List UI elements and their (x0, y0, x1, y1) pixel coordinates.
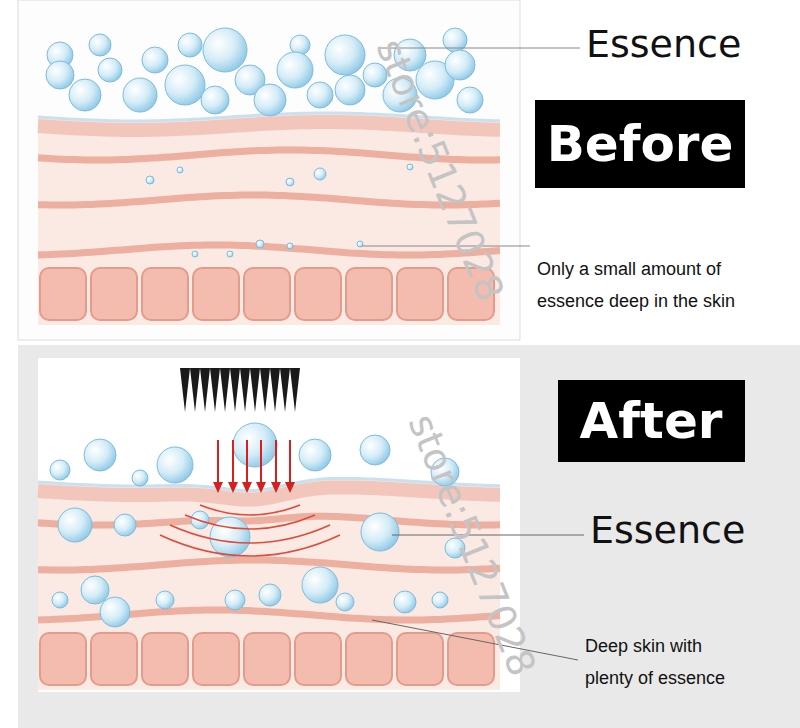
essence-bubble (132, 470, 148, 486)
essence-bubble (432, 592, 448, 608)
skin-cell (142, 268, 188, 320)
skin-cell (91, 268, 137, 320)
skin-cell (40, 633, 86, 685)
essence-bubble (52, 592, 68, 608)
arrow-head (285, 482, 295, 493)
label-essence: Essence (586, 22, 741, 68)
essence-bubble (407, 164, 413, 170)
arrow-head (271, 482, 281, 493)
essence-bubble (89, 34, 111, 56)
caption-box: After (558, 380, 745, 462)
essence-bubble (177, 167, 183, 173)
essence-bubble (157, 447, 193, 483)
essence-bubble (302, 567, 338, 603)
essence-bubble (307, 82, 333, 108)
essence-bubble (360, 435, 390, 465)
skin-cell (244, 633, 290, 685)
leader-line (372, 620, 578, 660)
skin-cell (397, 268, 443, 320)
essence-bubble (394, 591, 416, 613)
arrow-shaft (275, 440, 277, 484)
callout-note: Only a small amount of essence deep in t… (537, 253, 765, 317)
skin-cell (193, 268, 239, 320)
arrow-shaft (217, 440, 219, 484)
arrow-head (228, 482, 238, 493)
skin-layer (38, 516, 500, 525)
essence-bubble (259, 584, 281, 606)
arrow-head (242, 482, 252, 493)
skin-cell (40, 268, 86, 320)
skin-tissue (38, 479, 500, 690)
essence-bubble (227, 251, 233, 257)
arrow-head (213, 482, 223, 493)
skin-cell (397, 633, 443, 685)
skin-cell (142, 633, 188, 685)
essence-bubble (123, 78, 157, 112)
essence-bubble (201, 86, 229, 114)
essence-bubble (335, 75, 365, 105)
essence-bubble (254, 84, 286, 116)
essence-bubble (287, 243, 293, 249)
essence-bubble (210, 517, 250, 557)
skin-cell (346, 633, 392, 685)
essence-bubble (445, 50, 475, 80)
skin-layer (38, 560, 500, 570)
arrow-shaft (289, 440, 291, 484)
essence-bubble (156, 591, 174, 609)
arrow-shaft (260, 440, 262, 484)
pressure-wave (170, 525, 330, 543)
essence-bubble (81, 576, 109, 604)
label-essence: Essence (590, 508, 745, 554)
essence-bubble (114, 514, 136, 536)
pressure-wave (160, 535, 340, 556)
box-text: Before (547, 114, 734, 174)
essence-bubble (314, 168, 326, 180)
arrow-shaft (232, 440, 234, 484)
arrow-head (256, 482, 266, 493)
skin-cell (295, 633, 341, 685)
skin-cell (346, 268, 392, 320)
essence-bubble (178, 33, 202, 57)
essence-bubble (256, 240, 264, 248)
essence-bubble (142, 47, 168, 73)
essence-bubble (98, 58, 122, 82)
pressure-wave (200, 505, 300, 515)
pressure-wave (185, 515, 315, 529)
essence-bubble (457, 87, 483, 113)
microneedle (180, 368, 300, 412)
skin-cell (244, 268, 290, 320)
essence-bubble (277, 52, 313, 88)
essence-bubble (100, 597, 130, 627)
essence-bubble (225, 590, 245, 610)
box-text: After (580, 391, 723, 451)
essence-bubble (84, 439, 116, 471)
essence-bubble (192, 251, 198, 257)
essence-bubble (286, 178, 294, 186)
essence-bubble (361, 513, 399, 551)
arrow-shaft (246, 440, 248, 484)
essence-bubble (336, 593, 354, 611)
caption-box: Before (535, 100, 746, 188)
skin-cell (193, 633, 239, 685)
essence-bubble (203, 28, 247, 72)
essence-bubble (325, 35, 365, 75)
essence-bubble (50, 460, 70, 480)
essence-bubble (46, 61, 74, 89)
essence-bubble (233, 423, 277, 467)
skin-cell (91, 633, 137, 685)
essence-bubble (58, 508, 92, 542)
essence-bubble (165, 65, 205, 105)
essence-bubble (69, 79, 101, 111)
top-panel (18, 0, 520, 340)
callout-note: Deep skin with plenty of essence (585, 630, 755, 694)
essence-bubble (146, 176, 154, 184)
bottom-ground (18, 345, 800, 728)
skin-cell (295, 268, 341, 320)
essence-bubble (299, 439, 331, 471)
